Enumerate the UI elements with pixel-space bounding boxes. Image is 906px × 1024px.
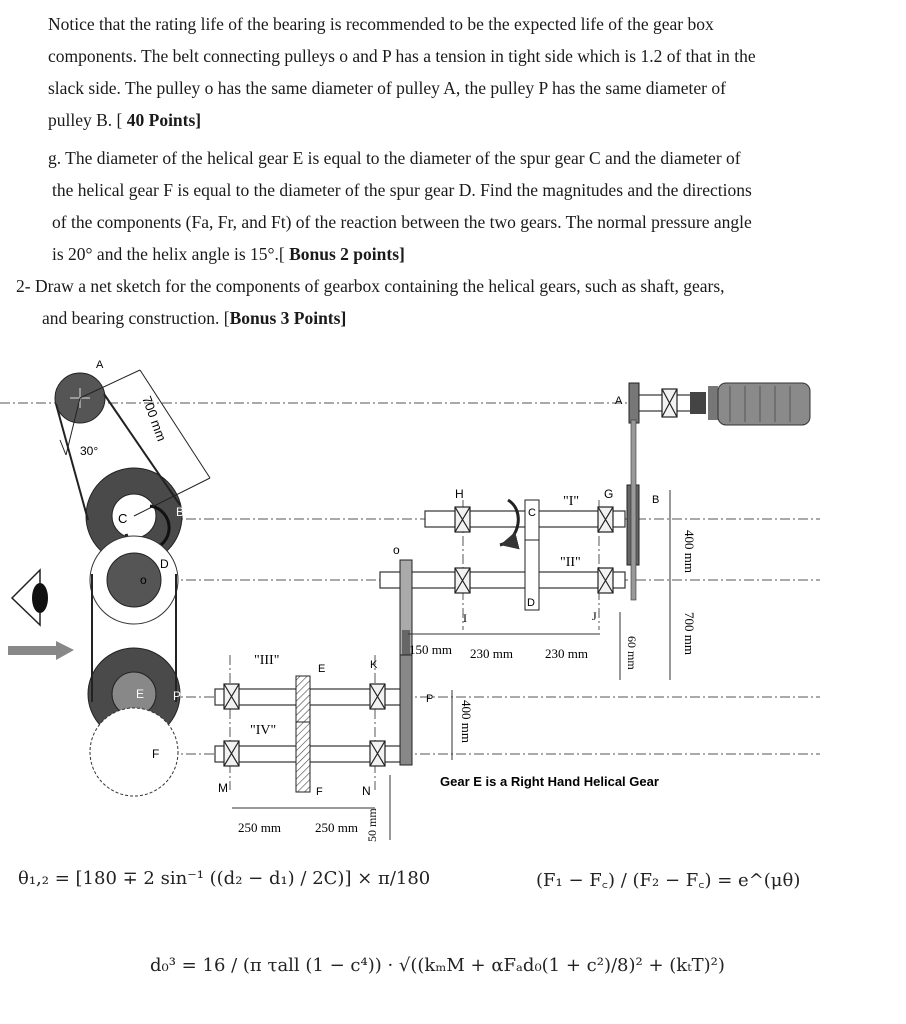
label-A-right: A xyxy=(615,395,623,407)
g-line-3: of the components (Fa, Fr, and Ft) of th… xyxy=(52,212,752,232)
label-N: N xyxy=(362,784,371,798)
dimension-lines xyxy=(232,490,671,840)
bearing-G xyxy=(597,506,614,533)
label-shaft-IV: "IV" xyxy=(250,723,276,738)
label-700mm-right: 700 mm xyxy=(682,612,697,655)
label-H: H xyxy=(455,487,464,501)
label-D-left: D xyxy=(160,557,169,571)
motor-icon xyxy=(690,382,811,426)
label-D-gear: D xyxy=(527,597,535,609)
bearing-N xyxy=(369,740,386,767)
g-line-2: the helical gear F is equal to the diame… xyxy=(52,180,752,200)
g-line-4: is 20° and the helix angle is 15°.[ Bonu… xyxy=(52,244,405,264)
formula-shaft-rhs: 16 / (π τall (1 − c⁴)) · √((kₘM + αFₐd₀(… xyxy=(202,955,725,976)
gear-F xyxy=(295,721,311,793)
label-F-left: F xyxy=(152,747,159,761)
label-shaft-II: "II" xyxy=(560,555,581,570)
gear-E xyxy=(295,675,311,729)
eye-icon xyxy=(10,568,48,627)
formula-theta-rhs: [180 ∓ 2 sin⁻¹ ((d₂ − d₁) / 2C)] × π/180 xyxy=(75,868,431,889)
bearing-III-left xyxy=(223,683,240,710)
intro-line-3: slack side. The pulley o has the same di… xyxy=(48,78,726,98)
label-230mm-a: 230 mm xyxy=(470,646,513,661)
label-700mm-belt: 700 mm xyxy=(139,394,169,443)
label-C-gear: C xyxy=(528,507,536,519)
label-P-right: P xyxy=(426,693,433,705)
label-G: G xyxy=(604,487,613,501)
formula-belt: (F₁ − F꜀) / (F₂ − F꜀) = e^(μθ) xyxy=(536,868,800,892)
label-shaft-III: "III" xyxy=(254,653,279,668)
label-230mm-b: 230 mm xyxy=(545,646,588,661)
bearings xyxy=(223,388,678,767)
label-400mm-right: 400 mm xyxy=(682,530,697,573)
label-M: M xyxy=(218,781,228,795)
gear-note: Gear E is a Right Hand Helical Gear xyxy=(440,774,659,789)
label-E-gear: E xyxy=(318,663,325,675)
formula-shaft-lhs: d₀³ = xyxy=(150,955,197,976)
label-150mm: 150 mm xyxy=(409,642,452,657)
bearing-J xyxy=(597,567,614,594)
formula-belt-rhs: = e^(μθ) xyxy=(717,870,801,891)
label-o-pulley: o xyxy=(140,573,147,587)
formula-shaft-diameter: d₀³ = 16 / (π τall (1 − c⁴)) · √((kₘM + … xyxy=(150,955,725,976)
belt-lower xyxy=(91,574,177,702)
label-B-left: B xyxy=(176,505,184,519)
label-o-upper: o xyxy=(393,543,400,557)
label-F-gear: F xyxy=(316,786,323,798)
formula-theta-lhs: θ₁,₂ = xyxy=(18,868,70,889)
label-E-left: E xyxy=(136,687,144,701)
bearing-K xyxy=(369,683,386,710)
label-A-top: A xyxy=(96,359,104,371)
label-P-left: P xyxy=(173,689,181,703)
bearing-M xyxy=(223,740,240,767)
q2-line-1: 2- Draw a net sketch for the components … xyxy=(16,276,725,296)
pulley-P-gearbox xyxy=(399,654,413,766)
paragraph-intro: Notice that the rating life of the beari… xyxy=(48,8,818,136)
label-50mm: 50 mm xyxy=(365,808,379,842)
intro-line-4: pulley B. [ 40 Points] xyxy=(48,110,202,130)
label-60mm: 60 mm xyxy=(625,636,639,670)
belt-angle xyxy=(59,369,211,517)
intro-line-2: components. The belt connecting pulleys … xyxy=(48,46,756,66)
label-K: K xyxy=(370,659,378,671)
rotation-arrow-icon xyxy=(499,498,520,550)
formula-belt-lhs: (F₁ − F꜀) / (F₂ − F꜀) xyxy=(536,870,712,891)
q2-line-2: and bearing construction. [Bonus 3 Point… xyxy=(42,308,347,328)
paragraph-q2: 2- Draw a net sketch for the components … xyxy=(16,270,816,334)
pulley-D xyxy=(89,535,179,625)
formula-theta: θ₁,₂ = [180 ∓ 2 sin⁻¹ ((d₂ − d₁) / 2C)] … xyxy=(18,868,430,889)
bearing-H xyxy=(454,506,471,533)
label-250mm-a: 250 mm xyxy=(238,820,281,835)
label-30deg: 30° xyxy=(80,444,98,458)
label-B-right: B xyxy=(652,494,659,506)
pulley-F xyxy=(89,707,179,797)
label-400mm-mid: 400 mm xyxy=(459,700,474,743)
g-line-1: g. The diameter of the helical gear E is… xyxy=(48,148,741,168)
label-shaft-I: "I" xyxy=(563,494,579,509)
view-arrow-icon xyxy=(8,641,74,660)
bearing-motor xyxy=(661,388,678,418)
belt-upper xyxy=(55,393,181,521)
paragraph-g: g. The diameter of the helical gear E is… xyxy=(48,142,818,270)
label-C-left: C xyxy=(118,511,127,526)
label-250mm-b: 250 mm xyxy=(315,820,358,835)
gear-D xyxy=(524,539,540,611)
label-J: J xyxy=(592,609,597,623)
pulley-B-right xyxy=(626,419,640,601)
bearing-I xyxy=(454,567,471,594)
label-I: I xyxy=(463,611,467,625)
intro-line-1: Notice that the rating life of the beari… xyxy=(48,14,714,34)
pulley-A-right xyxy=(628,382,640,424)
